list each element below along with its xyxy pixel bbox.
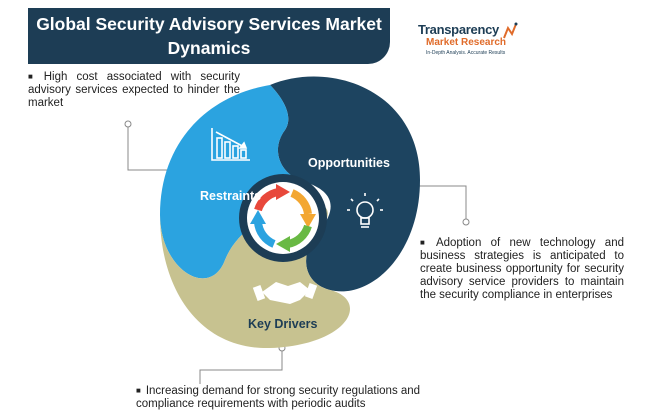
opportunities-segment	[270, 76, 420, 292]
title-banner: Global Security Advisory Services Market…	[28, 8, 390, 64]
title-line-1: Global Security Advisory Services Market	[36, 14, 382, 34]
logo-brand: Transparency	[418, 22, 499, 37]
drivers-connector	[199, 350, 283, 384]
logo-mark-icon	[503, 22, 518, 39]
drivers-description: ■Increasing demand for strong security r…	[136, 384, 436, 411]
drivers-description-text: Increasing demand for strong security re…	[136, 385, 421, 410]
restraints-connector-dot	[124, 120, 132, 128]
restraints-description-text: High cost associated with security advis…	[28, 71, 240, 109]
logo-brand-secondary: Market Research	[426, 37, 507, 48]
bar-chart-declining-icon	[211, 128, 250, 161]
opportunities-description: ■Adoption of new technology and business…	[420, 236, 624, 302]
opportunities-connector-dot	[462, 218, 470, 226]
company-logo: Transparency Market Research In-Depth An…	[418, 22, 518, 62]
title-line-2: Dynamics	[167, 38, 251, 58]
restraints-segment	[160, 85, 315, 279]
opportunities-description-text: Adoption of new technology and business …	[420, 237, 624, 301]
opportunities-label: Opportunities	[308, 156, 390, 170]
bullet-icon: ■	[420, 238, 431, 247]
lightbulb-icon	[347, 193, 383, 228]
handshake-icon	[252, 282, 318, 304]
restraints-connector	[127, 124, 180, 171]
restraints-label: Restraints	[200, 189, 261, 203]
drivers-label: Key Drivers	[248, 317, 318, 331]
logo-tagline: In-Depth Analysis. Accurate Results	[426, 50, 506, 56]
bullet-icon: ■	[136, 386, 141, 395]
cycle-arrows-icon	[250, 184, 316, 252]
restraints-description: ■High cost associated with security advi…	[28, 70, 240, 110]
opportunities-connector	[400, 185, 467, 222]
bullet-icon: ■	[28, 72, 39, 81]
